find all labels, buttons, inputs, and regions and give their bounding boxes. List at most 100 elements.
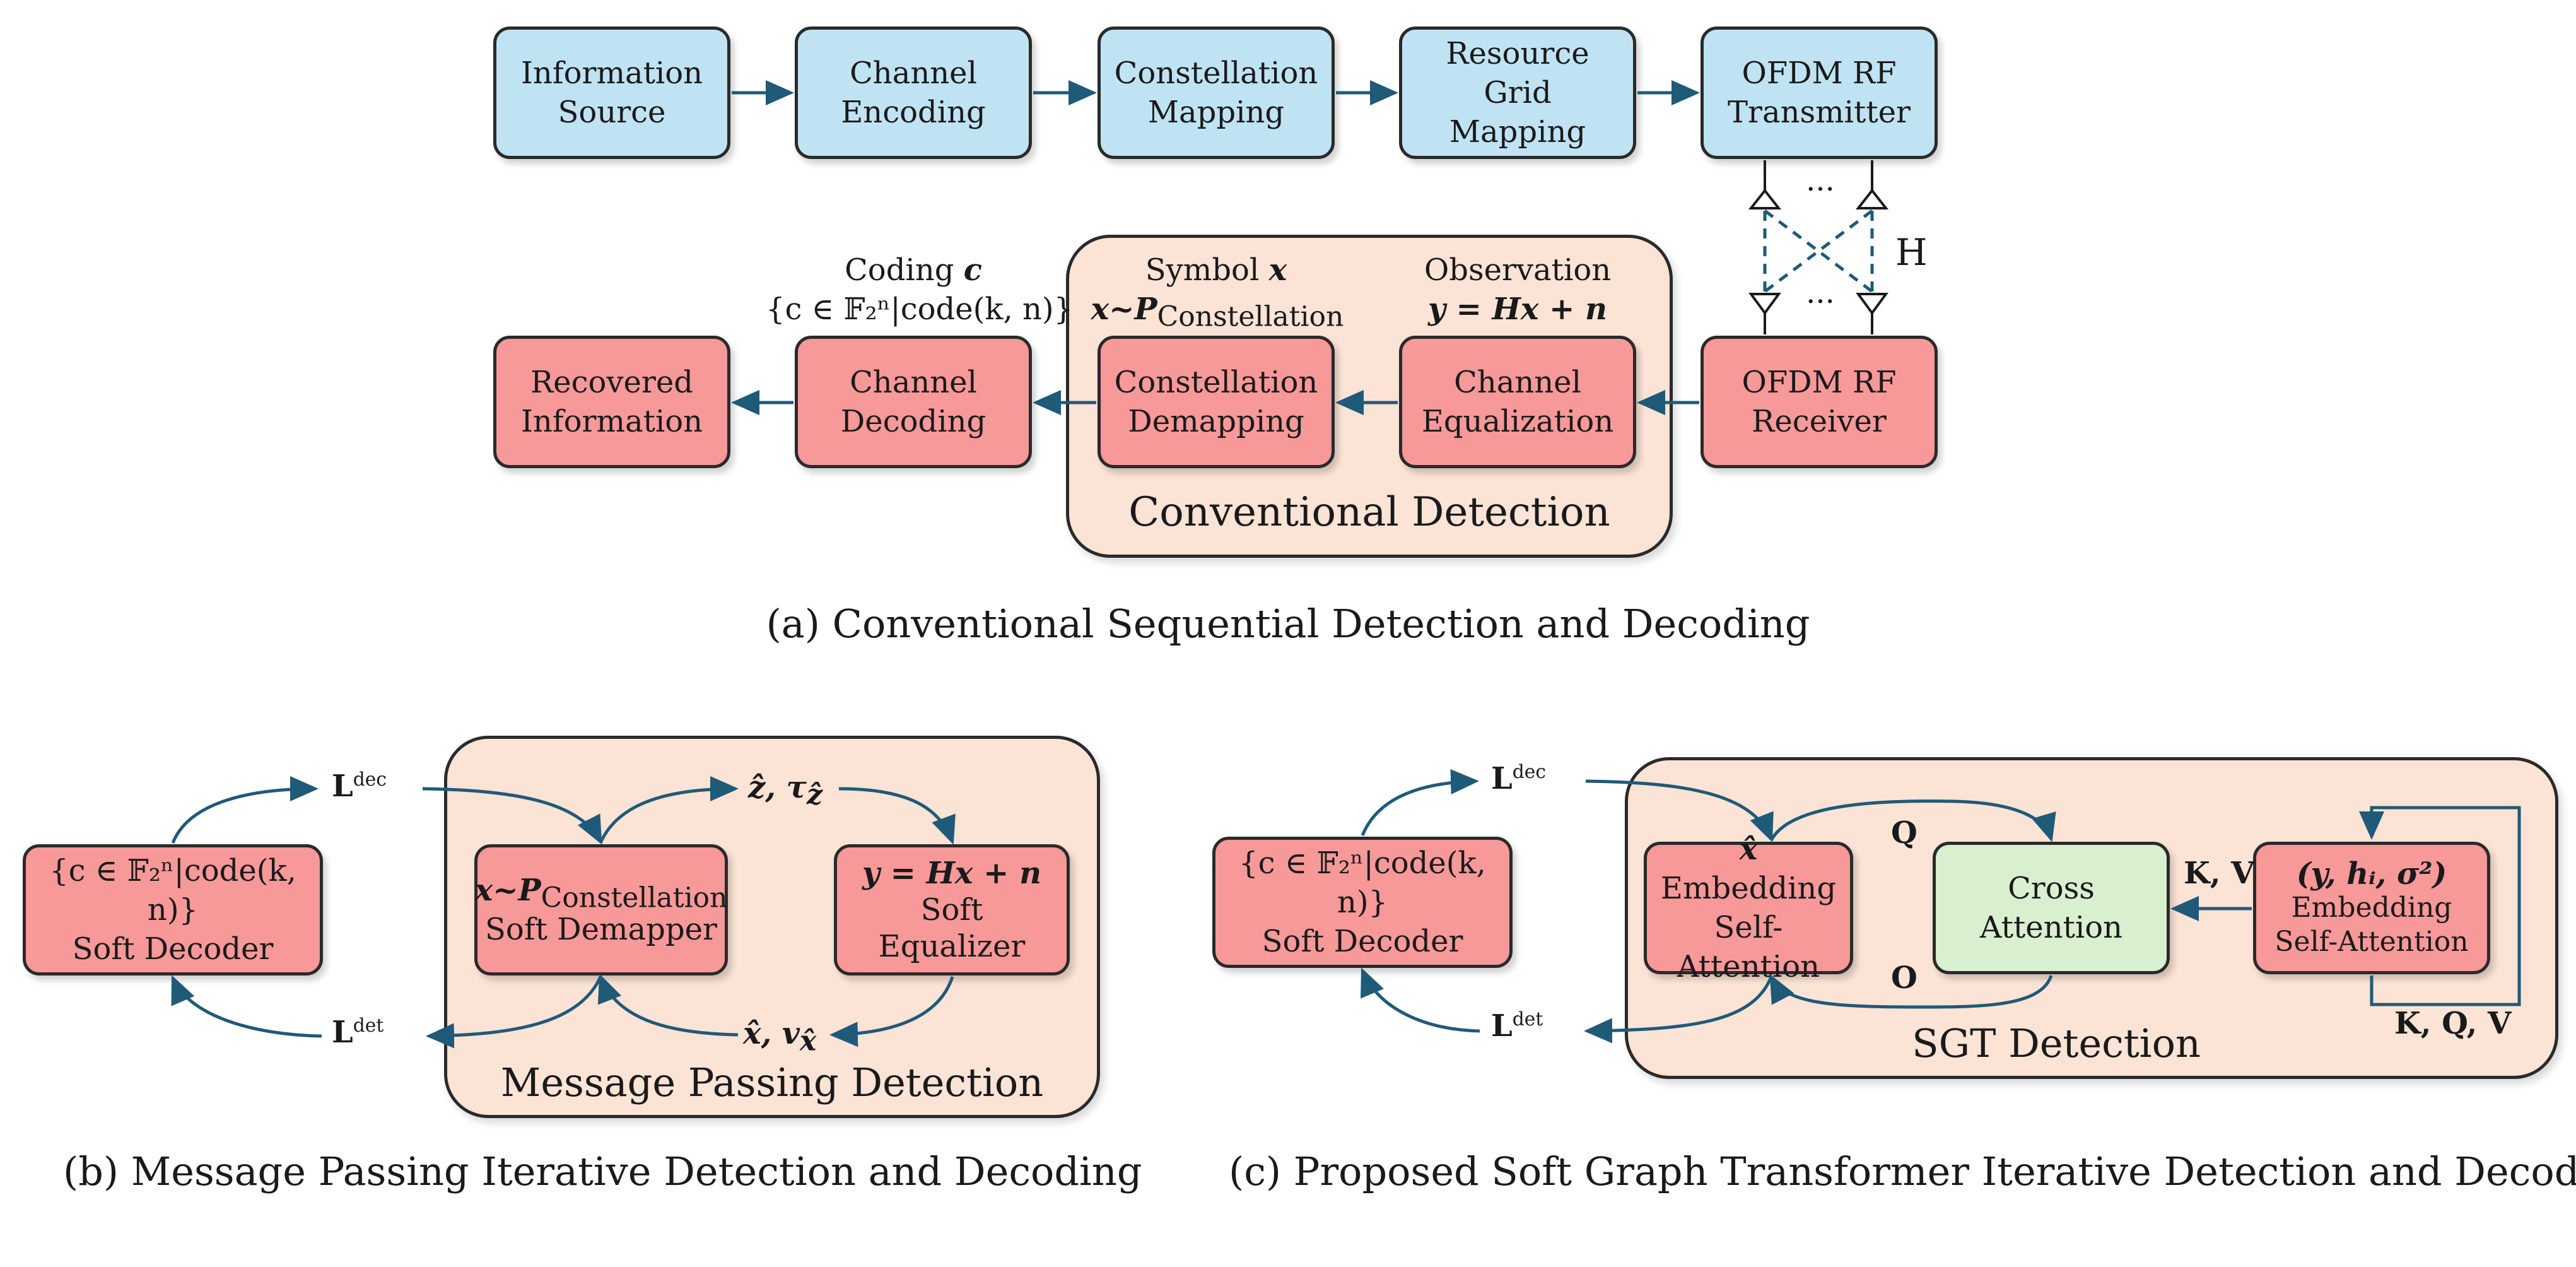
cross-attention-line1: Cross [2008,871,2095,906]
l-dec-text-b: L [332,769,353,804]
arrow-c-ldet-to-decoder [1361,967,1480,1033]
l-det-sup-b: det [353,1015,384,1037]
o-label: O [1891,960,1917,996]
soft-decoder-block-c: {c ∈ 𝔽₂ⁿ|code(k, n)} Soft Decoder [1212,837,1513,968]
arrow-b-decoder-to-ldec [171,776,319,844]
soft-decoder-set-b: {c ∈ 𝔽₂ⁿ|code(k, n)} [49,853,296,928]
soft-decoder-set-c: {c ∈ 𝔽₂ⁿ|code(k, n)} [1239,846,1486,920]
constellation-mapping-line2: Mapping [1147,95,1285,130]
arrow-b-ldet-to-decoder [171,975,322,1038]
constellation-mapping-line1: Constellation [1114,56,1318,91]
ofdm-rf-transmitter-line2: Transmitter [1728,95,1911,130]
channel-path-lr [1764,209,1873,293]
information-source-line1: Information [520,56,703,91]
demapper-dist-subscript: Constellation [541,881,728,914]
x-message-text: x̂, v [743,1016,800,1051]
constellation-demapping-line2: Demapping [1128,404,1304,439]
soft-decoder-block-b: {c ∈ 𝔽₂ⁿ|code(k, n)} Soft Decoder [23,844,323,975]
information-source-line2: Source [558,95,666,130]
arrow-c-decoder-to-ldec [1361,769,1479,836]
channel-equalization-line1: Channel [1454,365,1581,400]
symbol-variable: x [1268,252,1287,288]
l-det-label-c: Ldet [1491,1007,1543,1045]
y-embedding-line1: Embedding [2291,892,2452,924]
constellation-demapping-line1: Constellation [1114,365,1318,400]
channel-path-rl [1764,209,1873,293]
x-embedding-line1: Embedding [1660,871,1837,906]
tx-antenna-right [1855,188,1889,209]
soft-decoder-label-b: Soft Decoder [72,931,274,967]
l-det-label-b: Ldet [332,1013,383,1051]
z-message-label: ẑ, τẑ [748,769,823,809]
channel-decoding-line2: Decoding [840,404,986,439]
z-message-text: ẑ, τ [748,770,807,805]
x-message-subscript: x̂ [799,1025,817,1058]
channel-equalization-block: Channel Equalization [1399,336,1636,468]
resource-grid-mapping-line3: Mapping [1449,114,1586,150]
observation-label: Observation [1424,252,1612,288]
y-embedding-variable: (y, hᵢ, σ²) [2296,856,2447,892]
ofdm-rf-transmitter-block: OFDM RF Transmitter [1701,27,1938,159]
ofdm-rf-receiver-line1: OFDM RF [1742,365,1897,400]
information-source-block: Information Source [493,27,730,159]
resource-grid-mapping-line2: Grid [1484,75,1552,110]
rx-antenna-left [1748,293,1781,315]
rx-antenna-right [1856,293,1888,315]
l-dec-label-b: Ldec [332,767,387,805]
x-embedding-self-attention-block: x̂ Embedding Self-Attention [1644,832,1853,984]
recovered-information-line1: Recovered [530,365,693,400]
cross-attention-line2: Attention [1979,910,2123,945]
soft-demapper-label: Soft Demapper [485,912,717,947]
sgt-detection-title: SGT Detection [1912,1020,2201,1066]
observation-equation: y = Hx + n [1427,292,1608,327]
x-embedding-line2: Self-Attention [1677,910,1820,984]
demapper-dist-text: x~P [474,873,541,908]
rx-antenna-dots: ··· [1806,284,1835,319]
message-passing-title: Message Passing Detection [500,1059,1044,1105]
q-label: Q [1891,815,1917,851]
coding-set-annotation: {c ∈ 𝔽₂ⁿ|code(k, n)} [766,292,1074,327]
y-embedding-line2: Self-Attention [2274,926,2469,958]
constellation-demapping-block: Constellation Demapping [1098,336,1335,468]
tx-antenna-left [1748,188,1782,209]
symbol-dist-subscript: Constellation [1157,300,1344,333]
channel-encoding-block: Channel Encoding [795,27,1032,159]
tx-antenna-dots: ··· [1806,172,1835,207]
symbol-annotation: Symbol x [1098,251,1335,289]
symbol-distribution: x~PConstellation [1085,290,1350,331]
conventional-detection-title: Conventional Detection [1128,489,1610,536]
recovered-information-block: Recovered Information [493,336,730,468]
x-message-label: x̂, vx̂ [743,1015,816,1055]
soft-equalizer-line2: Equalizer [878,929,1026,964]
coding-variable: c [963,252,982,288]
cross-attention-block: Cross Attention [1933,842,2170,974]
channel-decoding-block: Channel Decoding [795,336,1032,468]
soft-equalizer-block: y = Hx + n Soft Equalizer [834,844,1070,975]
symbol-label: Symbol [1145,252,1260,288]
ofdm-rf-receiver-line2: Receiver [1752,404,1887,439]
caption-a: (a) Conventional Sequential Detection an… [766,601,1810,647]
recovered-information-line2: Information [520,404,703,439]
equalizer-equation: y = Hx + n [862,856,1042,891]
l-dec-sup-c: dec [1512,761,1547,783]
ofdm-rf-transmitter-line1: OFDM RF [1742,56,1897,91]
kqv-label: K, Q, V [2394,1006,2512,1041]
y-embedding-self-attention-block: (y, hᵢ, σ²) Embedding Self-Attention [2253,842,2490,974]
z-message-subscript: ẑ [806,779,823,811]
soft-decoder-label-c: Soft Decoder [1262,924,1463,959]
l-det-sup-c: det [1512,1008,1543,1030]
soft-demapper-block: x~PConstellation Soft Demapper [474,844,728,975]
coding-annotation: Coding c [776,251,1051,289]
caption-b: (b) Message Passing Iterative Detection … [63,1148,1142,1194]
l-dec-sup-b: dec [353,769,387,791]
resource-grid-mapping-line1: Resource [1446,36,1590,71]
symbol-dist-text: x~P [1091,292,1157,327]
coding-label: Coding [845,252,954,288]
channel-decoding-line1: Channel [850,365,977,400]
x-embedding-variable: x̂ [1739,832,1758,867]
resource-grid-mapping-block: Resource Grid Mapping [1399,27,1636,159]
l-dec-label-c: Ldec [1491,760,1546,798]
channel-encoding-line1: Channel [850,56,977,91]
caption-c: (c) Proposed Soft Graph Transformer Iter… [1229,1148,2576,1194]
